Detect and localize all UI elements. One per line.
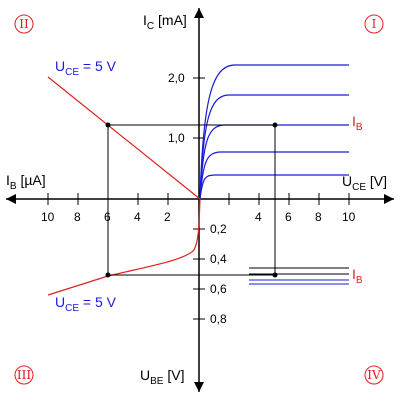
svg-text:II: II [19,17,29,31]
ib-label-bottom: IB [352,266,363,286]
ube-tick-label-02: 0,2 [210,222,227,236]
ube-tick-label-08: 0,8 [210,312,227,326]
operating-point-q4 [272,272,278,278]
ib-tick-label-10: 10 [41,210,55,224]
current-gain-line [47,76,201,200]
operating-point-q2 [105,122,111,128]
ube-tick-label-04: 0,4 [210,252,227,266]
construction-lines [107,124,276,276]
ib-tick-label-8: 8 [74,210,81,224]
uce-axis-label: UCE [V] [342,173,387,193]
uce-label-top: UCE = 5 V [55,58,117,78]
ic-axis-label: IC [mA] [143,12,187,32]
ube-tick-label-06: 0,6 [210,282,227,296]
uce-tick-label-6: 6 [285,210,292,224]
ic-tick-label-2: 2,0 [168,71,185,85]
quadrant-label-q1: I [364,14,384,34]
quadrant-label-q3: III [14,365,34,385]
axis-arrow-right [384,194,394,204]
ube-axis-label: UBE [V] [140,367,184,387]
feedback-lines [249,267,349,285]
axis-arrow-up [194,8,204,18]
ib-axis-label: IB [µA] [6,172,46,192]
ib-label-top: IB [352,113,363,133]
axis-arrow-down [194,382,204,392]
svg-text:IV: IV [367,368,381,382]
ic-tick-label-1: 1,0 [168,131,185,145]
axis-arrow-left [6,194,16,204]
quadrant-label-q2: II [14,14,34,34]
uce-tick-label-8: 8 [315,210,322,224]
uce-tick-label-4: 4 [255,210,262,224]
svg-text:III: III [17,368,31,382]
uce-label-bottom: UCE = 5 V [55,294,117,314]
ib-tick-label-4: 4 [134,210,141,224]
svg-text:I: I [372,17,377,31]
operating-point-q3 [105,272,111,278]
ib-tick-label-2: 2 [164,210,171,224]
quadrant-label-q4: IV [364,365,384,385]
operating-point-q1 [272,122,278,128]
output-curve-5 [199,64,349,200]
input-characteristic-curve [47,198,201,296]
uce-tick-label-10: 10 [342,210,356,224]
